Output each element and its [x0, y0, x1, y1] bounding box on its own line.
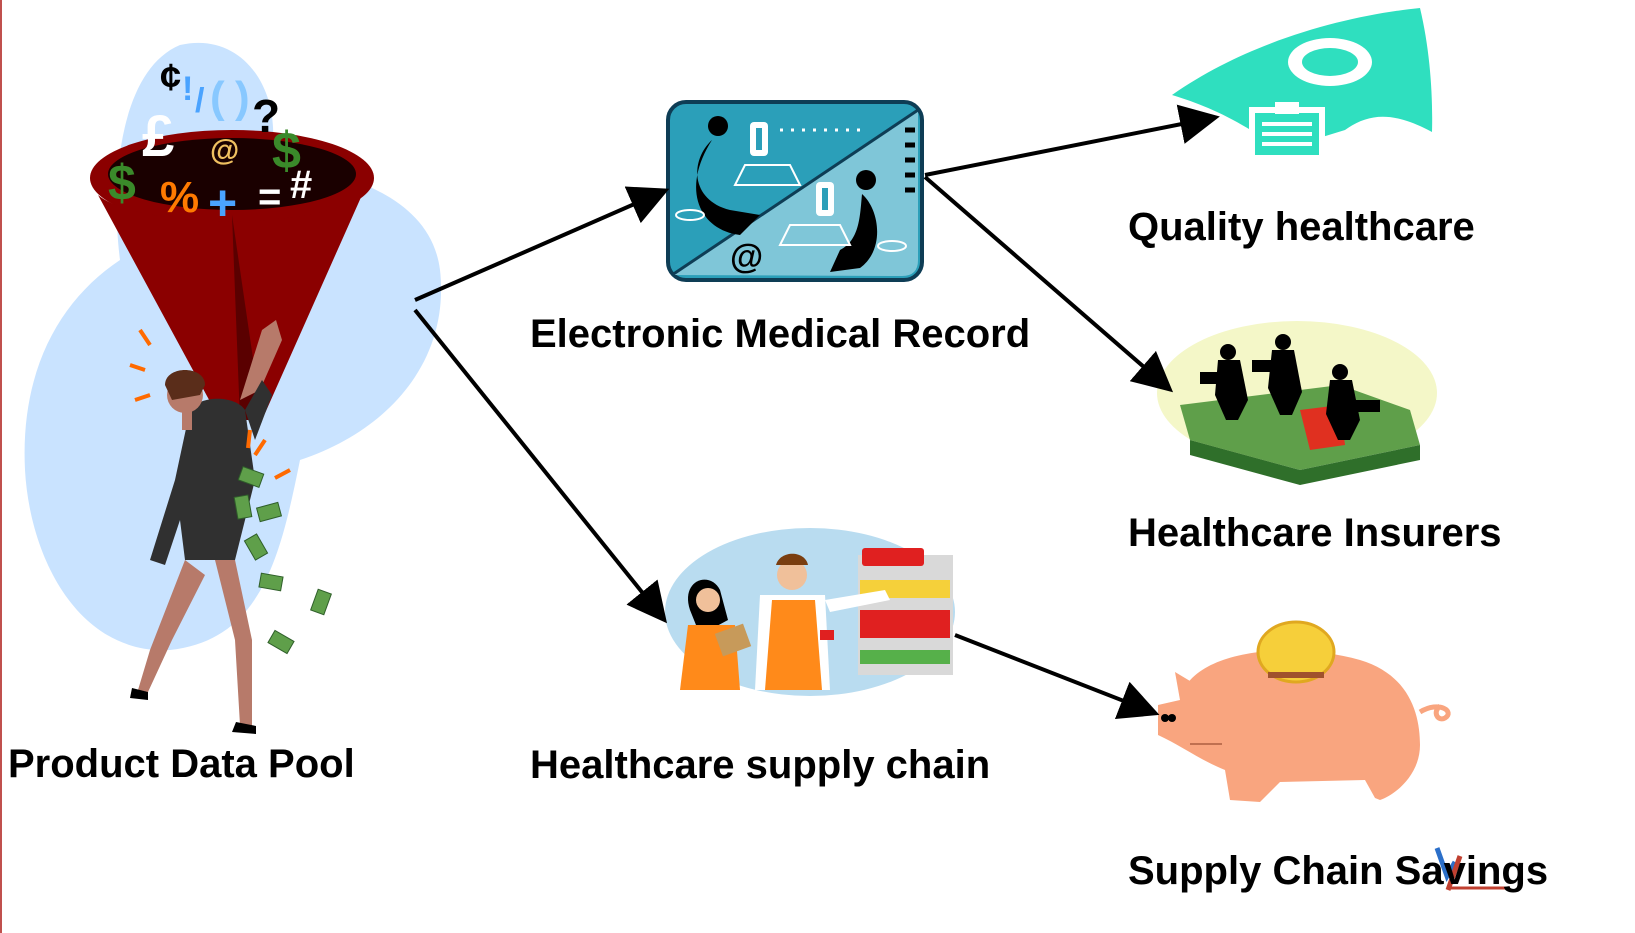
funnel-symbol: )	[235, 73, 250, 122]
funnel-symbol: =	[258, 175, 281, 219]
label-electronic-medical-record: Electronic Medical Record	[530, 312, 1031, 356]
funnel-symbols: ¢ ! / ( ) £ @ ? $ $ % + = #	[108, 57, 312, 231]
funnel-symbol: %	[160, 173, 199, 222]
piggy-bank-icon	[1158, 620, 1451, 802]
businesswoman-figure	[130, 320, 282, 734]
label-healthcare-insurers: Healthcare Insurers	[1128, 511, 1502, 555]
arrow-emr-to-insurers	[923, 175, 1174, 393]
grocery-workers-icon	[665, 528, 955, 696]
funnel-cone	[98, 195, 362, 420]
connectors	[413, 104, 1220, 719]
emr-at-symbol: @	[730, 238, 763, 276]
businessmen-on-money-icon	[1157, 321, 1437, 485]
nurse-clipboard-icon	[1172, 8, 1433, 161]
funnel-businesswoman-icon: ¢ ! / ( ) £ @ ? $ $ % + = #	[24, 42, 442, 734]
funnel-symbol: $	[272, 122, 301, 180]
funnel-symbol: /	[195, 82, 205, 120]
arrow-pool-to-emr	[414, 186, 670, 302]
funnel-symbol: ¢	[160, 57, 181, 99]
computer-workstations-icon: @	[666, 100, 924, 282]
funnel-symbol: #	[290, 163, 312, 207]
arrow-emr-to-quality	[924, 104, 1220, 177]
arrow-supply-to-savings	[954, 633, 1160, 719]
funnel-symbol: (	[210, 73, 225, 122]
funnel-symbol: @	[210, 134, 239, 167]
label-supply-chain-savings: Supply Chain Savings	[1128, 849, 1549, 893]
label-healthcare-supply-chain: Healthcare supply chain	[530, 743, 991, 787]
funnel-mouth	[108, 138, 356, 210]
label-product-data-pool: Product Data Pool	[8, 742, 355, 786]
funnel-symbol: ?	[252, 90, 280, 142]
surprise-marks	[129, 328, 291, 480]
funnel-symbol: $	[108, 155, 136, 211]
corner-logo	[1434, 847, 1510, 891]
left-edge-line	[0, 0, 2, 933]
label-quality-healthcare: Quality healthcare	[1128, 205, 1475, 249]
funnel-symbol: +	[208, 175, 237, 231]
arrow-pool-to-supply	[413, 308, 668, 624]
funnel-symbol: !	[182, 70, 193, 108]
funnel-symbol: £	[142, 104, 174, 169]
falling-money	[233, 466, 332, 655]
